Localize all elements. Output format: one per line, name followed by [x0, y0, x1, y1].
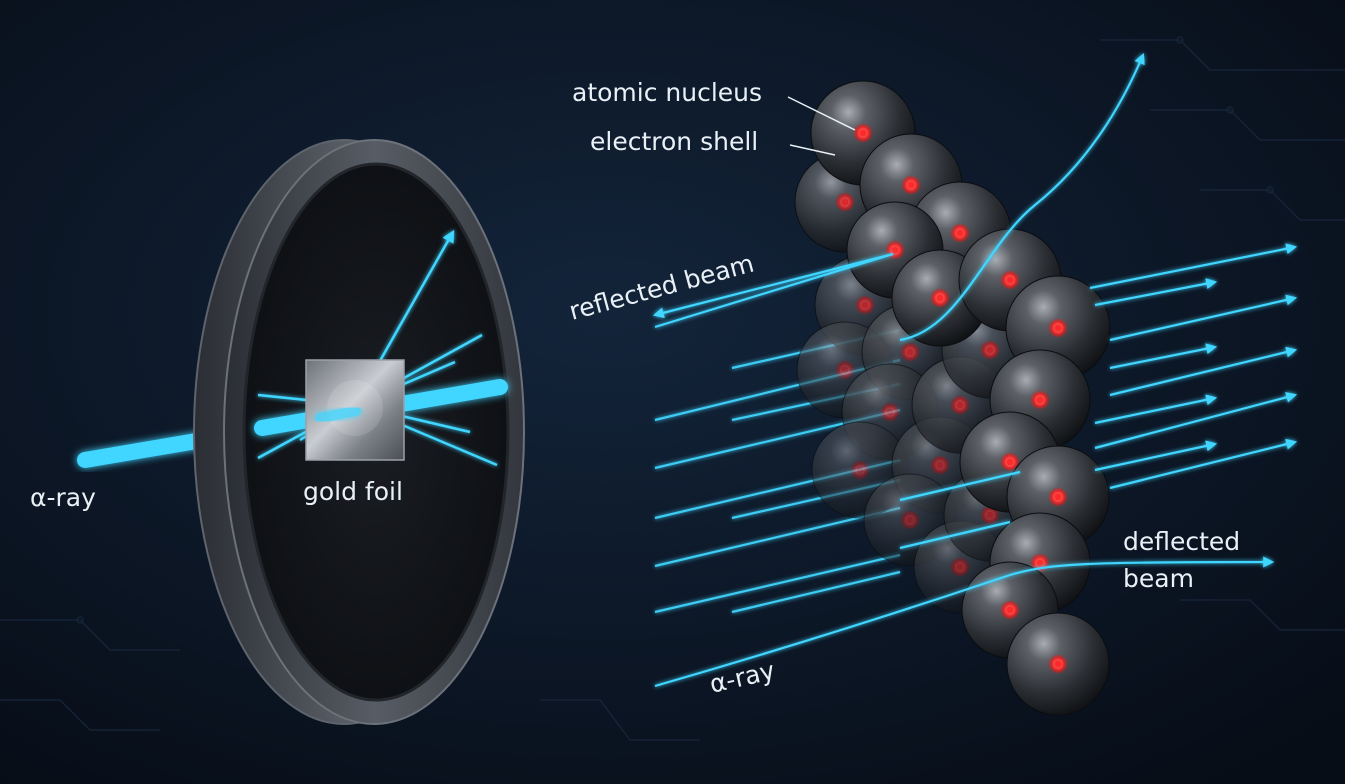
gold-foil-label: gold foil — [303, 477, 403, 506]
deflected-beam-label-line1: deflected — [1123, 527, 1240, 556]
nucleus-leader-line — [787, 96, 856, 131]
parallel-beams-front — [899, 243, 1298, 550]
atomic-nucleus-label: atomic nucleus — [572, 78, 762, 107]
circuit-pattern — [0, 36, 1345, 741]
nucleus-core — [891, 246, 899, 254]
electron-shell-label: electron shell — [590, 127, 758, 156]
nucleus-core — [986, 511, 994, 519]
nucleus-core — [841, 366, 849, 374]
nucleus-core — [956, 229, 964, 237]
nucleus-core — [936, 294, 944, 302]
shell-leader-line — [789, 144, 836, 156]
nucleus-core — [1006, 458, 1014, 466]
nucleus-core — [906, 516, 914, 524]
alpha-beam-through-foil — [315, 406, 361, 423]
nucleus-core — [956, 401, 964, 409]
nucleus-core — [956, 563, 964, 571]
alpha-ray-label-left: α-ray — [30, 483, 96, 512]
nucleus-core — [1036, 559, 1044, 567]
nucleus-core — [907, 181, 915, 189]
deflected-beam-path — [654, 556, 1275, 688]
deflected-beam-label-line2: beam — [1123, 564, 1194, 593]
nucleus-core — [1006, 606, 1014, 614]
nucleus-core — [861, 301, 869, 309]
nucleus-core — [936, 461, 944, 469]
nucleus-core — [1054, 660, 1062, 668]
nucleus-core — [986, 346, 994, 354]
nucleus-core — [856, 466, 864, 474]
nucleus-core — [841, 198, 849, 206]
nucleus-core — [1036, 396, 1044, 404]
nucleus-core — [1054, 324, 1062, 332]
nucleus-core — [886, 408, 894, 416]
atom-lattice — [794, 80, 1111, 716]
nucleus-core — [1006, 276, 1014, 284]
nucleus-core — [1054, 493, 1062, 501]
nucleus-core — [859, 129, 867, 137]
nucleus-core — [906, 348, 914, 356]
atom-sphere — [1006, 612, 1110, 716]
reflected-beam — [652, 252, 894, 329]
upward-deflected-beam — [899, 52, 1145, 342]
